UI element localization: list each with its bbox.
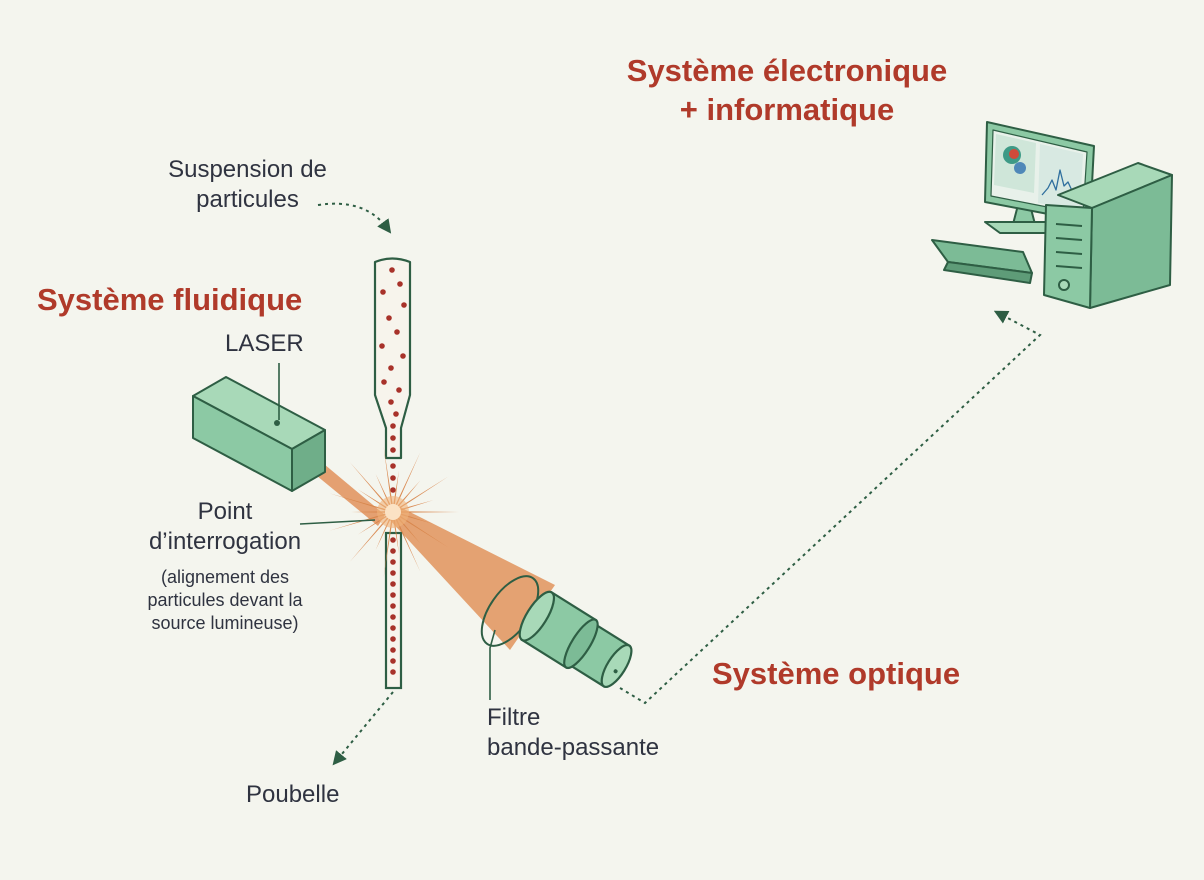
particle-dot bbox=[390, 463, 396, 469]
burst-ray bbox=[349, 462, 389, 507]
burst-ray bbox=[349, 517, 389, 562]
electronic-heading-line1: Système électronique bbox=[626, 53, 948, 88]
flow-tube-icon bbox=[373, 257, 412, 690]
laser-label: LASER bbox=[225, 330, 304, 357]
interrogation-note-line3: source lumineuse) bbox=[151, 613, 299, 634]
particle-dot bbox=[388, 399, 394, 405]
interrogation-label-line2: d’interrogation bbox=[148, 528, 302, 555]
interrogation-leader-line bbox=[299, 519, 376, 525]
particle-dot bbox=[389, 267, 395, 273]
particle-dot bbox=[390, 581, 396, 587]
burst-ray bbox=[395, 451, 421, 506]
particle-dot bbox=[390, 636, 396, 642]
burst-ray bbox=[399, 515, 449, 548]
particle-dot bbox=[390, 647, 396, 653]
fluidic-system-heading: Système fluidique bbox=[37, 282, 303, 317]
electronic-system-heading: Système électronique + informatique bbox=[587, 52, 987, 130]
filter-label-line1: Filtre bbox=[487, 704, 541, 731]
burst-ray bbox=[329, 513, 386, 531]
signal-arrow bbox=[619, 310, 1042, 705]
particle-dot bbox=[390, 548, 396, 554]
detector-lens-icon bbox=[518, 590, 633, 688]
interrogation-note-line2: particules devant la bbox=[147, 590, 303, 611]
particle-dot bbox=[390, 435, 396, 441]
particle-dot bbox=[381, 379, 387, 385]
burst-ray bbox=[400, 511, 459, 513]
burst-ray bbox=[399, 476, 449, 509]
particle-dot bbox=[390, 669, 396, 675]
burst-ray bbox=[375, 518, 391, 551]
particle-dot bbox=[388, 365, 394, 371]
burst-ray bbox=[383, 446, 393, 505]
suspension-arrow bbox=[317, 202, 392, 234]
particle-dot bbox=[390, 658, 396, 664]
burst-ray bbox=[393, 470, 399, 505]
interrogation-note-line1: (alignement des bbox=[160, 567, 290, 587]
particle-dot bbox=[390, 537, 396, 543]
interrogation-label: Point d’interrogation bbox=[130, 497, 320, 557]
electronic-heading-line2: + informatique bbox=[679, 91, 895, 127]
burst-ray bbox=[383, 519, 393, 578]
particle-dot bbox=[396, 387, 402, 393]
light-burst-icon bbox=[329, 446, 459, 578]
particle-dot bbox=[397, 281, 403, 287]
particle-dot bbox=[394, 329, 400, 335]
suspension-label-line1: Suspension de bbox=[168, 156, 327, 183]
computer-icon bbox=[931, 121, 1173, 309]
particle-dot bbox=[380, 289, 386, 295]
particle-dot bbox=[390, 603, 396, 609]
particle-dot bbox=[390, 475, 396, 481]
suspension-label: Suspension de particules bbox=[145, 155, 350, 215]
particle-dot bbox=[393, 411, 399, 417]
filter-label-line2: bande-passante bbox=[487, 734, 660, 761]
burst-ray bbox=[395, 518, 421, 573]
waste-arrow bbox=[332, 691, 394, 766]
burst-ray bbox=[351, 511, 386, 513]
particle-dot bbox=[401, 302, 407, 308]
particle-dot bbox=[390, 447, 396, 453]
particle-dot bbox=[390, 614, 396, 620]
waste-label: Poubelle bbox=[246, 781, 340, 808]
particle-dot bbox=[386, 315, 392, 321]
optic-system-heading: Système optique bbox=[712, 656, 961, 691]
interrogation-note: (alignement des particules devant la sou… bbox=[125, 566, 325, 635]
suspension-label-line2: particules bbox=[196, 186, 299, 213]
particle-dot bbox=[390, 423, 396, 429]
particle-dot bbox=[390, 559, 396, 565]
scatter-light-cone bbox=[388, 506, 555, 650]
burst-ray bbox=[400, 500, 434, 511]
particle-dot bbox=[390, 487, 396, 493]
particle-dot bbox=[390, 570, 396, 576]
filter-leader-line bbox=[489, 629, 496, 700]
particle-dot bbox=[379, 343, 385, 349]
interrogation-label-line1: Point bbox=[197, 498, 253, 525]
particle-dot bbox=[390, 592, 396, 598]
burst-ray bbox=[393, 519, 399, 554]
filter-label: Filtre bande-passante bbox=[487, 703, 659, 763]
burst-ray bbox=[400, 513, 434, 524]
laser-box-icon bbox=[192, 376, 326, 492]
burst-ray bbox=[375, 473, 391, 506]
particle-dot bbox=[400, 353, 406, 359]
burst-ray bbox=[329, 493, 386, 511]
particle-dot bbox=[390, 625, 396, 631]
